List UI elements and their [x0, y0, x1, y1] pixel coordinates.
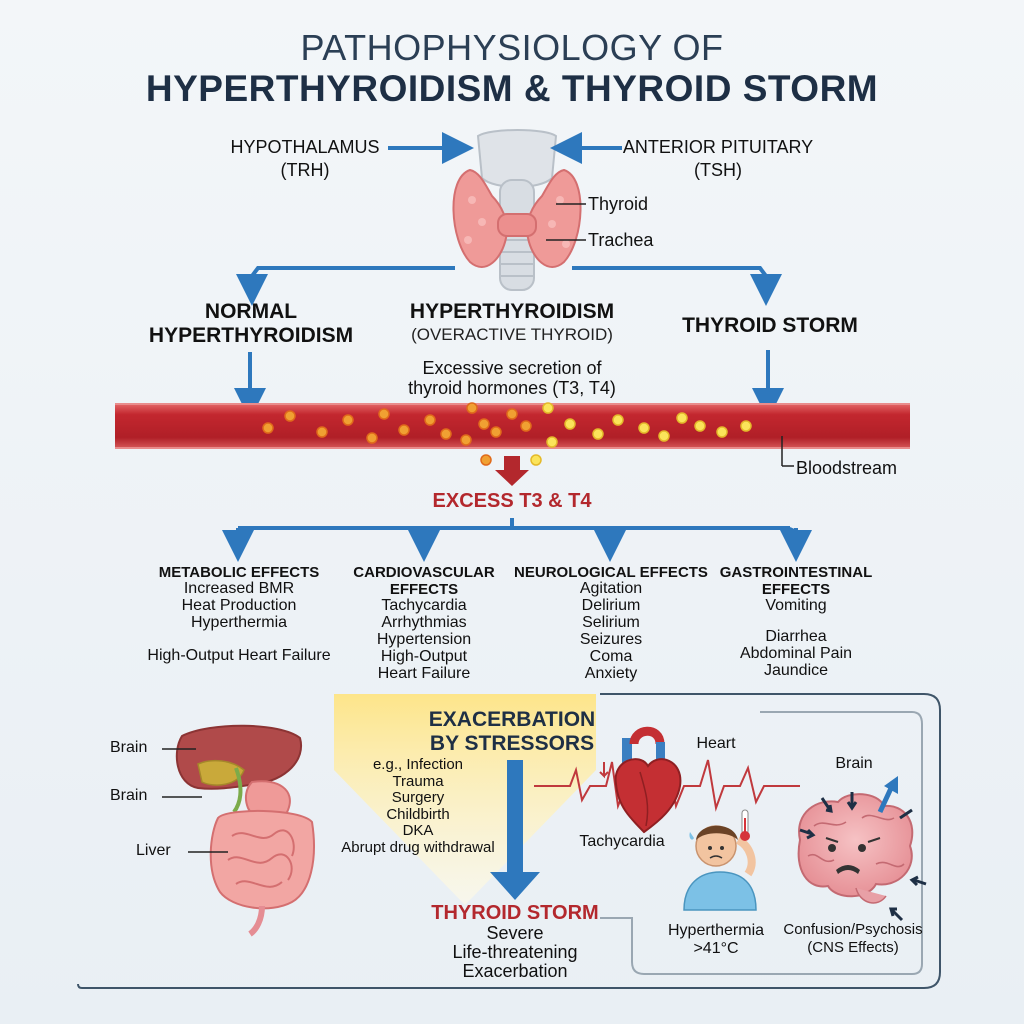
- stressor-item: Abrupt drug withdrawal: [341, 838, 495, 856]
- hyperthyroidism-title: HYPERTHYROIDISM: [409, 300, 615, 323]
- secretion-line-1: Excessive secretion of: [422, 358, 602, 378]
- thyroid-storm-result-title: THYROID STORM: [431, 902, 599, 924]
- stressor-item: e.g., Infection: [372, 756, 464, 773]
- excess-t3-t4-label: EXCESS T3 & T4: [432, 490, 592, 512]
- hyperthermia-label: Hyperthermia: [667, 922, 765, 939]
- normal-branch-line-2: HYPERTHYROIDISM: [148, 324, 354, 347]
- title-line-1: PATHOPHYSIOLOGY OF: [300, 27, 724, 68]
- stressors-title-2: BY STRESSORS: [429, 732, 595, 755]
- storm-desc-line: Life-threatening: [452, 941, 578, 962]
- effect-item: Hyperthermia: [190, 613, 288, 631]
- effect-item: Increased BMR: [183, 580, 295, 597]
- stressor-item: DKA: [402, 822, 434, 839]
- trachea-label: Trachea: [588, 230, 654, 250]
- bottom-frame: [82, 693, 941, 989]
- effect-item: Selirium: [582, 613, 640, 631]
- heart-label: Heart: [696, 735, 736, 752]
- storm-desc-line: Severe: [486, 923, 544, 943]
- gastrointestinal-effects: GASTROINTESTINAL EFFECTS Vomiting Diarrh…: [712, 564, 880, 680]
- stressors-shape: [334, 694, 596, 905]
- excess-red-arrow: [495, 456, 529, 486]
- thyroid-storm-description: Severe Life-threatening Exacerbation: [400, 924, 630, 981]
- effect-item: Vomiting: [765, 597, 827, 614]
- cns-effects-label: (CNS Effects): [807, 939, 899, 956]
- tsh-label: (TSH): [694, 160, 742, 180]
- effect-title: EFFECTS: [389, 581, 459, 598]
- hypothalamus-label: HYPOTHALAMUS: [230, 137, 380, 157]
- brain-pressure-arrows: [799, 792, 927, 922]
- brain-icon: [797, 793, 914, 904]
- thyroid-gland-icon: [452, 129, 582, 291]
- thyroid-label: Thyroid: [588, 194, 649, 214]
- effect-item: Tachycardia: [381, 597, 467, 614]
- tachycardia-label: Tachycardia: [579, 833, 665, 850]
- bloodstream-label: Bloodstream: [796, 458, 898, 478]
- organ-label-2: Brain: [110, 787, 148, 804]
- stressors-title-1: EXACERBATION: [428, 708, 596, 731]
- clinical-panel-frame: [600, 711, 923, 975]
- secretion-line-2: thyroid hormones (T3, T4): [408, 378, 616, 398]
- brain-up-arrow: [877, 776, 898, 814]
- effect-item: Abdominal Pain: [739, 644, 853, 662]
- normal-branch-line-1: NORMAL: [204, 300, 298, 323]
- cardiovascular-effects: CARDIOVASCULAR EFFECTS Tachycardia Arrhy…: [336, 564, 512, 683]
- hormone-particles: [262, 402, 752, 466]
- effect-item: Jaundice: [763, 661, 829, 679]
- effect-item: Arrhythmias: [381, 613, 467, 631]
- effect-item: High-Output: [380, 647, 468, 665]
- storm-desc-line: Exacerbation: [462, 960, 568, 981]
- effect-title: GASTROINTESTINAL: [719, 564, 873, 581]
- trh-label: (TRH): [280, 160, 330, 180]
- thyroid-storm-branch: THYROID STORM: [682, 314, 858, 337]
- branch-left-arrow: [236, 266, 455, 306]
- effect-item: Hypertension: [376, 630, 472, 648]
- organ-label-1: Brain: [110, 739, 148, 756]
- effect-title: NEUROLOGICAL EFFECTS: [514, 564, 708, 581]
- effect-title: METABOLIC EFFECTS: [158, 564, 320, 581]
- digestive-organs-icon: [175, 724, 315, 937]
- stressor-item: Childbirth: [386, 805, 450, 823]
- neurological-effects: NEUROLOGICAL EFFECTS Agitation Delirium …: [512, 564, 710, 683]
- feverish-person-icon: [683, 809, 757, 911]
- stressors-list: e.g., Infection Trauma Surgery Childbirt…: [330, 756, 506, 856]
- stressor-item: Trauma: [392, 772, 444, 790]
- effect-item: Seizures: [579, 630, 643, 648]
- effect-item: Agitation: [579, 580, 643, 597]
- hyperthermia-temp-label: >41°C: [693, 940, 739, 957]
- effect-item: Coma: [589, 647, 633, 665]
- effect-item: High-Output Heart Failure: [147, 646, 331, 664]
- pituitary-label: ANTERIOR PITUITARY: [622, 137, 814, 157]
- effect-title: CARDIOVASCULAR: [353, 564, 495, 581]
- brain-label: Brain: [835, 755, 873, 772]
- title-line-2: HYPERTHYROIDISM & THYROID STORM: [145, 68, 879, 109]
- effect-item: Delirium: [581, 596, 641, 614]
- effect-title: EFFECTS: [761, 581, 831, 598]
- effect-item: Heat Production: [181, 596, 297, 614]
- metabolic-effects: METABOLIC EFFECTS Increased BMR Heat Pro…: [142, 564, 336, 665]
- overactive-thyroid-label: (OVERACTIVE THYROID): [411, 325, 613, 344]
- effect-item: Diarrhea: [765, 627, 827, 645]
- heart-icon: [614, 726, 682, 834]
- effect-item: Heart Failure: [377, 664, 471, 682]
- organ-label-3: Liver: [136, 842, 171, 859]
- confusion-label: Confusion/Psychosis: [783, 921, 923, 938]
- stressor-item: Surgery: [391, 789, 445, 806]
- effect-item: Anxiety: [584, 664, 638, 682]
- branch-right-arrow: [572, 266, 782, 306]
